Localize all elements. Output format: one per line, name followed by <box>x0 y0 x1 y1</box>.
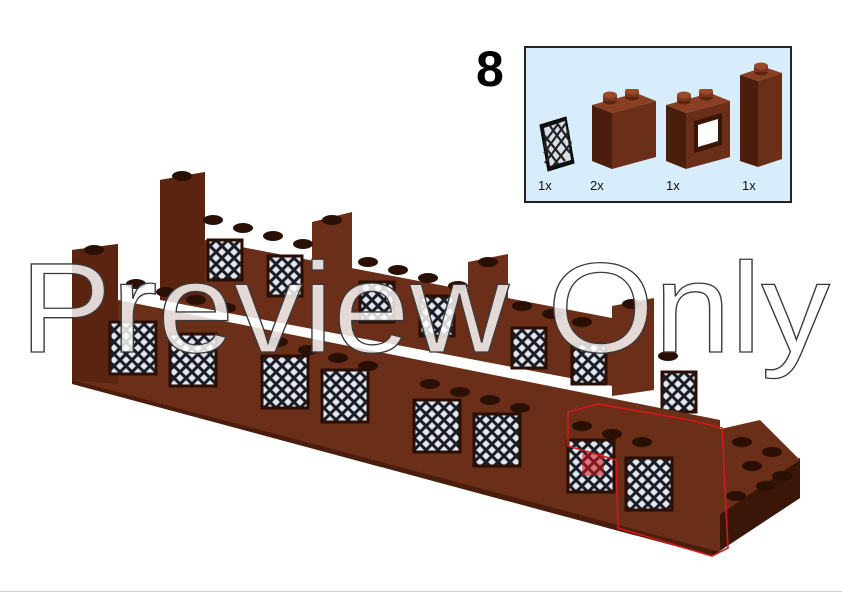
window-pane <box>418 294 456 338</box>
window-pane <box>358 280 396 324</box>
window-pane <box>660 370 698 414</box>
window-pane <box>412 398 462 454</box>
part-quantity-1: 1x <box>538 178 552 193</box>
front-row-windows <box>108 320 674 512</box>
back-row-windows <box>206 238 698 414</box>
window-pane <box>260 354 310 410</box>
window-frame-1x2x2-icon <box>666 89 730 169</box>
new-parts-highlight <box>567 403 729 557</box>
part-quantity-4: 1x <box>742 178 756 193</box>
window-pane <box>472 412 522 468</box>
brick-1x2x2-icon <box>592 89 656 169</box>
window-pane <box>168 332 218 388</box>
window-lattice-glass-icon <box>539 116 575 172</box>
part-quantity-2: 2x <box>590 178 604 193</box>
new-part-marker <box>582 454 604 476</box>
window-pane <box>510 326 548 370</box>
window-pane <box>108 320 158 376</box>
part-quantity-3: 1x <box>666 178 680 193</box>
window-pane <box>570 342 608 386</box>
page-divider <box>0 591 842 592</box>
step-number: 8 <box>476 41 504 97</box>
window-pane <box>320 368 370 424</box>
window-pane-new <box>624 456 674 512</box>
back-wall <box>160 172 654 396</box>
window-pane <box>206 238 244 282</box>
parts-list-box: 1x 2x 1x 1x <box>524 46 792 203</box>
brick-1x1x3-icon <box>740 62 782 167</box>
window-pane <box>266 254 304 298</box>
studs <box>84 171 792 501</box>
